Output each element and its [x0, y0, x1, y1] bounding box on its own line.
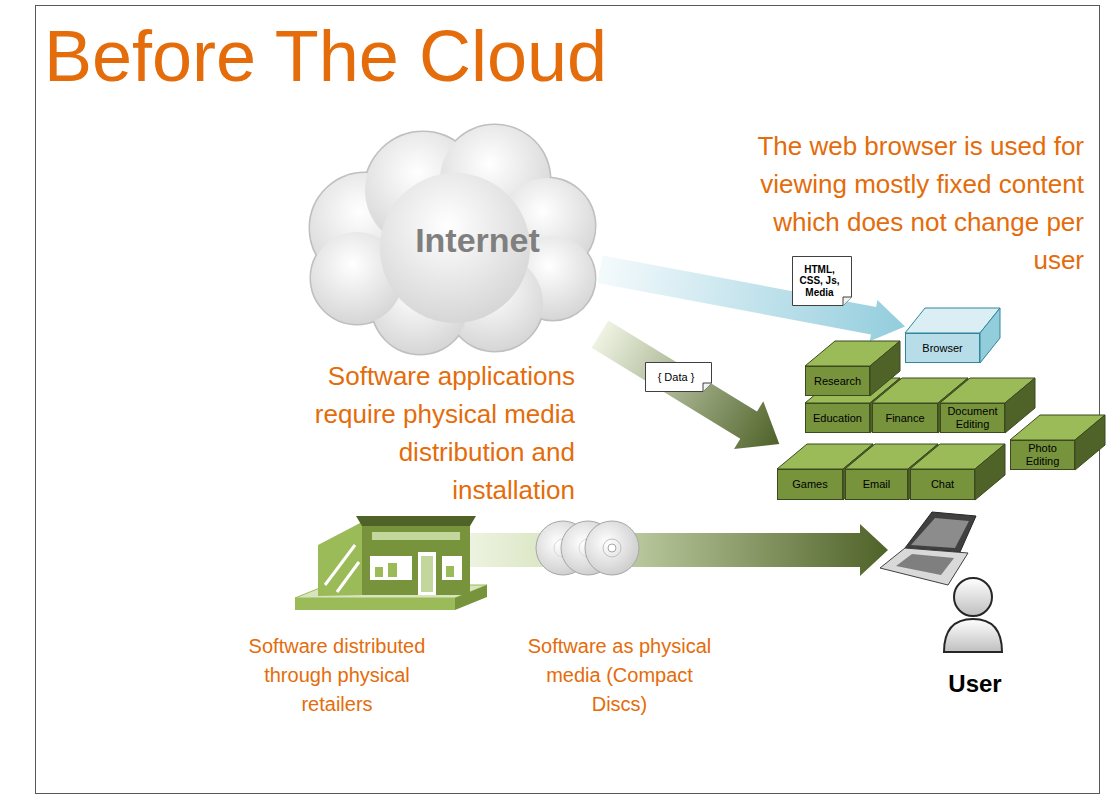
- node-text: Internet: [415, 221, 540, 260]
- store-door: [418, 552, 436, 595]
- block-front: [1011, 441, 1075, 470]
- node-text: Finance: [885, 412, 924, 425]
- disc-hole: [608, 544, 616, 552]
- store-stripe: [337, 562, 359, 592]
- node-text: HTML, CSS, Js, Media: [796, 264, 843, 299]
- person-head: [954, 578, 992, 616]
- block-side: [980, 308, 1000, 363]
- node-face: Games: [777, 469, 843, 500]
- store-goods: [375, 567, 383, 577]
- node-text: Browser: [922, 342, 962, 355]
- node-outline: [805, 341, 900, 396]
- node-face: Education: [805, 403, 870, 433]
- store-goods: [388, 563, 397, 577]
- node-text: Document Editing: [943, 405, 1002, 430]
- block-side: [975, 444, 1005, 500]
- app-block: Photo Editing: [1010, 415, 1105, 470]
- document-fold: [843, 297, 852, 306]
- flow-arrow: [592, 320, 780, 449]
- compact-discs: [536, 521, 639, 575]
- block-front: [941, 404, 1005, 433]
- disc-ring: [603, 539, 621, 557]
- block-front: [846, 470, 908, 500]
- node-face: Chat: [910, 469, 975, 500]
- store-window: [370, 556, 412, 580]
- node-face: Email: [845, 469, 908, 500]
- diagram-title: Before The Cloud: [44, 20, 607, 92]
- app-block: Browser: [905, 308, 1000, 363]
- node-face: Document Editing: [940, 403, 1005, 433]
- person-icon: [944, 578, 1002, 652]
- block-front: [873, 404, 938, 433]
- document-card: HTML, CSS, Js, Media: [792, 256, 852, 306]
- store-window: [442, 556, 462, 580]
- callout-text: The web browser is used for viewing most…: [739, 127, 1084, 279]
- laptop-screen: [905, 512, 976, 552]
- caption-text: Software distributed through physical re…: [232, 632, 442, 719]
- node-text: Chat: [931, 478, 954, 491]
- user-label: User: [925, 669, 1025, 699]
- document-sheet: [793, 257, 852, 306]
- disc: [585, 521, 639, 575]
- node-outline: [910, 444, 1005, 500]
- node-text: Research: [814, 375, 861, 388]
- node-text: Email: [863, 478, 891, 491]
- block-front: [806, 404, 870, 433]
- node-face: HTML, CSS, Js, Media: [792, 256, 852, 306]
- store-stripe: [325, 545, 355, 585]
- node-face: Finance: [872, 403, 938, 433]
- document-card: { Data }: [645, 362, 712, 392]
- app-block: Research: [805, 341, 900, 396]
- store-facade: [362, 522, 470, 595]
- laptop-keys: [896, 554, 954, 575]
- retail-store: [295, 516, 487, 610]
- app-block: Document Editing: [940, 378, 1035, 433]
- store-roof: [356, 516, 476, 526]
- node-text: Photo Editing: [1013, 442, 1072, 467]
- block-front: [906, 334, 980, 363]
- internet-cloud: Internet: [295, 118, 600, 363]
- callout-text: Software applications require physical m…: [290, 357, 575, 509]
- node-text: Education: [813, 412, 862, 425]
- page-frame: [36, 6, 1100, 794]
- flow-arrow: [597, 255, 905, 341]
- node-outline: [905, 308, 1000, 363]
- node-face: Internet: [295, 118, 600, 363]
- block-front: [911, 470, 975, 500]
- person-body: [944, 619, 1002, 652]
- laptop-icon: [880, 512, 976, 585]
- node-text: Games: [792, 478, 827, 491]
- app-block: Chat: [910, 444, 1005, 500]
- store-sign: [372, 532, 460, 540]
- store-door: [421, 556, 433, 592]
- node-face: { Data }: [645, 362, 712, 392]
- document-sheet: [646, 363, 712, 392]
- laptop-screen: [911, 518, 969, 548]
- store-goods: [446, 566, 454, 577]
- block-front: [806, 367, 870, 396]
- node-face: Research: [805, 366, 870, 396]
- node-face: Photo Editing: [1010, 440, 1075, 470]
- block-side: [1075, 415, 1105, 470]
- store-wall: [318, 522, 362, 596]
- node-face: Browser: [905, 333, 980, 363]
- laptop-base: [880, 548, 968, 585]
- caption-text: Software as physical media (Compact Disc…: [522, 632, 717, 719]
- block-front: [778, 470, 843, 500]
- node-text: { Data }: [658, 371, 695, 384]
- store-ground: [295, 598, 455, 610]
- document-fold: [703, 383, 712, 392]
